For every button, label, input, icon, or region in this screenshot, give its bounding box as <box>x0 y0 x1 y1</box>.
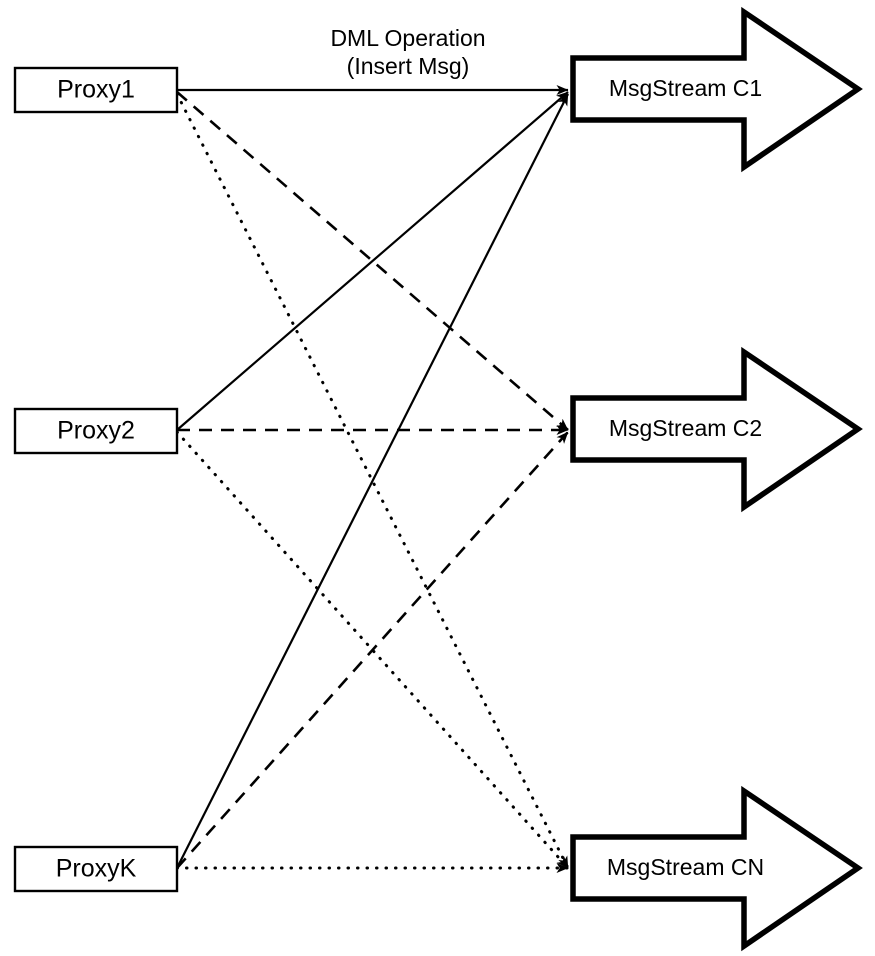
edge-proxy2-stream-c1 <box>176 91 569 431</box>
proxy-box-rect[interactable] <box>13 407 179 455</box>
proxy-label: Proxy1 <box>57 76 135 104</box>
edge-proxyk-stream-c2 <box>176 431 569 869</box>
proxy-label: Proxy2 <box>57 417 135 445</box>
proxy-boxes-group: Proxy1 Proxy2 ProxyK <box>13 66 179 893</box>
proxy-node-proxy2[interactable]: Proxy2 <box>13 407 179 455</box>
block-arrow-icon[interactable] <box>570 346 863 513</box>
annotation-line-1: DML Operation <box>330 25 485 51</box>
msgstream-node-c2[interactable]: MsgStream C2 <box>570 346 863 513</box>
edges-group <box>175 85 570 873</box>
annotation-line-2: (Insert Msg) <box>347 53 470 79</box>
edge-proxy1-stream-cn <box>175 92 570 870</box>
proxy-label: ProxyK <box>56 855 137 883</box>
proxy-node-proxyk[interactable]: ProxyK <box>13 845 179 893</box>
edge-proxyk-stream-c1 <box>176 93 569 869</box>
proxy-node-proxy1[interactable]: Proxy1 <box>13 66 179 114</box>
edge-proxy1-stream-c2 <box>176 91 569 431</box>
msgstream-label: MsgStream C1 <box>609 75 762 101</box>
msgstream-node-c1[interactable]: MsgStream C1 <box>570 6 863 173</box>
proxy-box-rect[interactable] <box>13 845 179 893</box>
msgstream-arrows-group: MsgStream C1 MsgStream C2 MsgStream CN <box>570 6 863 952</box>
block-arrow-icon[interactable] <box>570 785 863 952</box>
dml-operation-annotation: DML Operation (Insert Msg) <box>330 25 485 79</box>
msgstream-label: MsgStream C2 <box>609 415 762 441</box>
proxy-box-rect[interactable] <box>13 66 179 114</box>
msgstream-label: MsgStream CN <box>607 854 764 880</box>
msgstream-node-cn[interactable]: MsgStream CN <box>570 785 863 952</box>
block-arrow-icon[interactable] <box>570 6 863 173</box>
